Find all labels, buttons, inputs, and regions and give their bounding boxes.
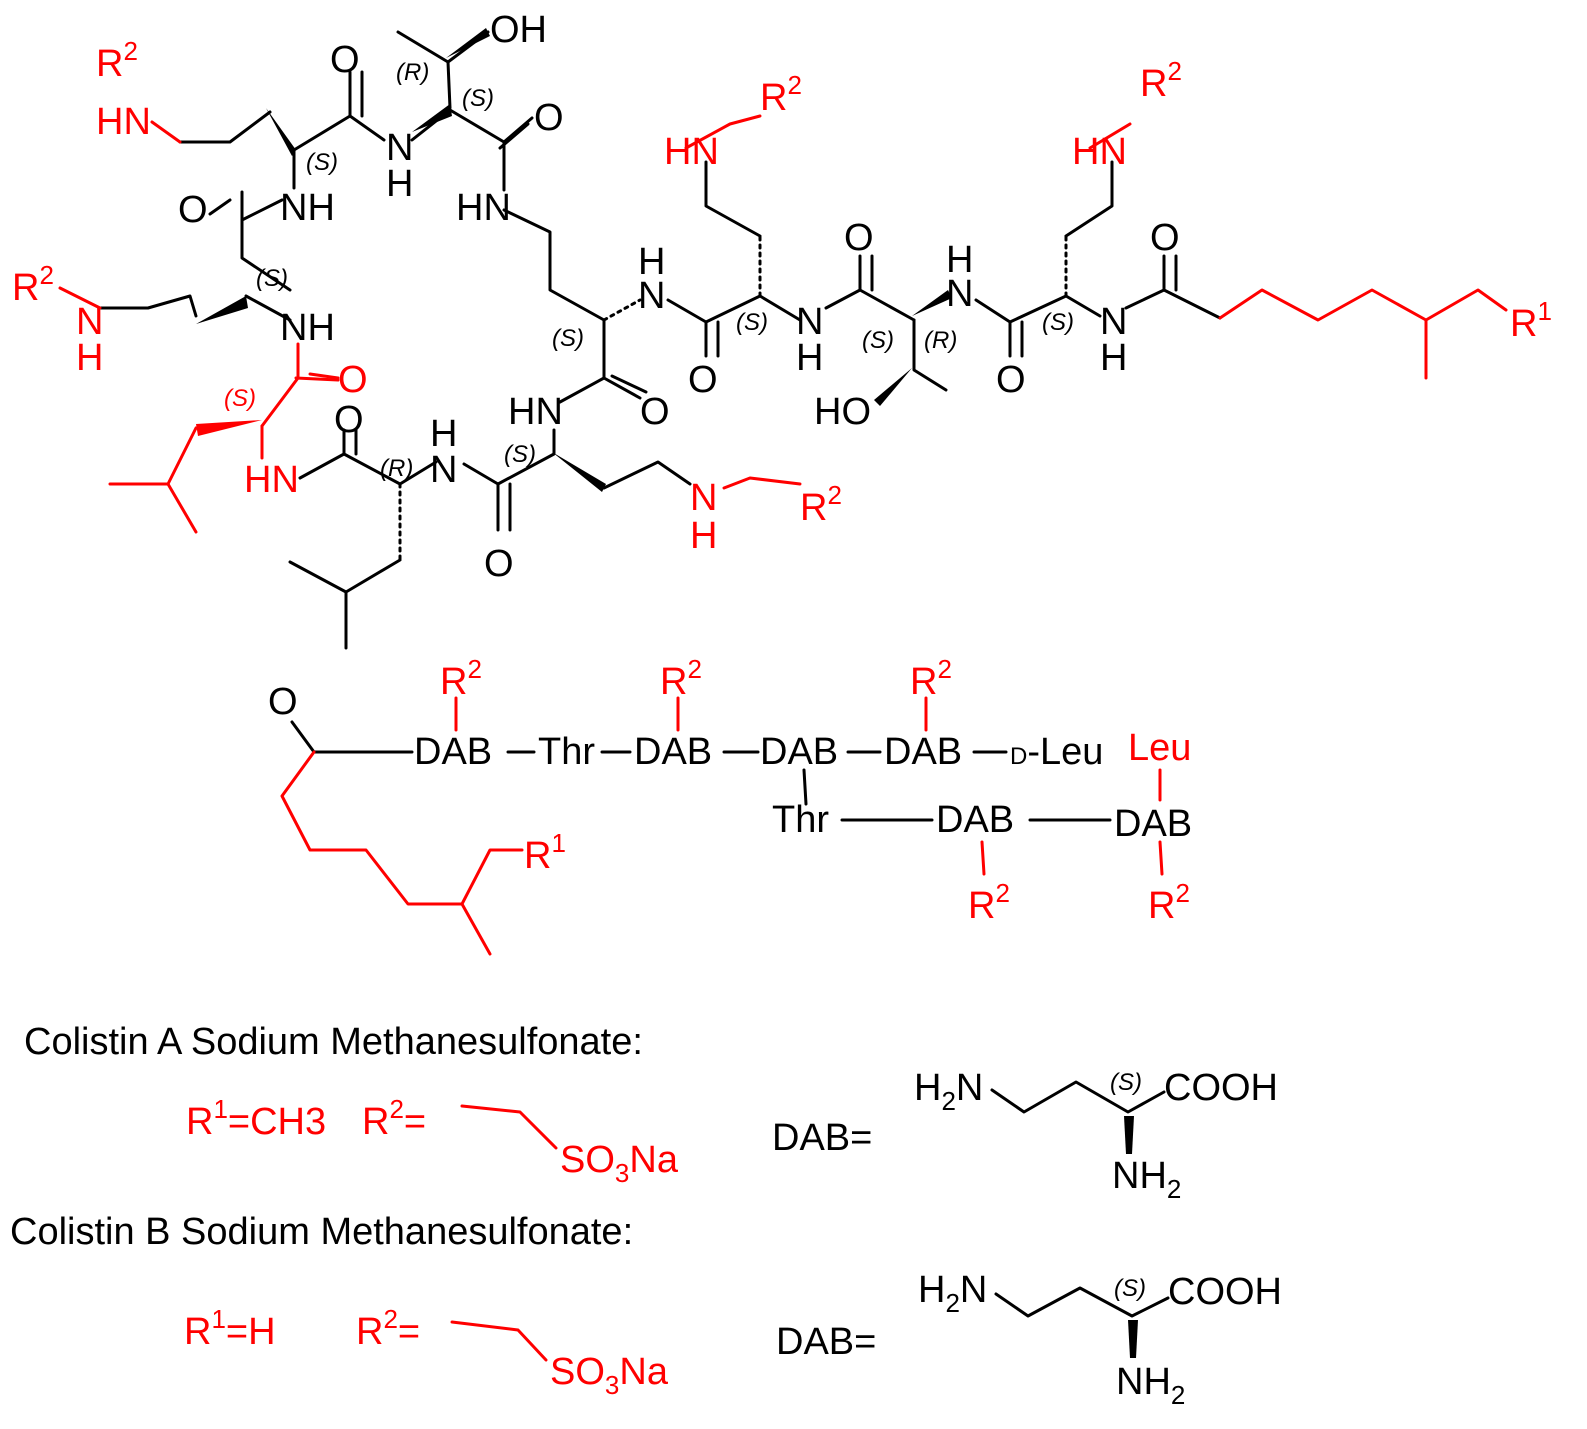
seq-thr: Thr xyxy=(538,731,595,773)
atom-label-h: H xyxy=(76,337,103,379)
stereo-label: (S) xyxy=(862,327,894,354)
atom-label-h: H xyxy=(946,239,973,281)
atom-label-o: O xyxy=(178,189,208,231)
legend-b-so3na: SO3Na xyxy=(550,1351,669,1400)
legend-b-r1: R1=H xyxy=(184,1304,276,1353)
stereo-label: (S) xyxy=(462,85,494,112)
atom-label-o: O xyxy=(996,359,1026,401)
atom-label-n: N xyxy=(386,127,413,169)
legend-colistin-b: Colistin B Sodium Methanesulfonate: R1=H… xyxy=(10,1211,1282,1410)
stereo-label: (S) xyxy=(1110,1069,1142,1096)
r-group-label: R2 xyxy=(660,654,702,703)
atom-label-n: N xyxy=(1100,301,1127,343)
stereo-label: (R) xyxy=(924,327,957,354)
structure-bonds-black xyxy=(98,28,1222,650)
r-group-label: R2 xyxy=(760,70,802,119)
stereo-label: (R) xyxy=(380,455,413,482)
r-group-label: R1 xyxy=(1510,296,1552,345)
stereo-descriptors: (R) (S) (S) (S) (S) (S) (S) (R) (S) (S) … xyxy=(224,59,1074,482)
atom-label-n: N xyxy=(76,301,103,343)
atom-label-hn: HN xyxy=(244,459,299,501)
stereo-label: (S) xyxy=(224,385,256,412)
stereo-label: (R) xyxy=(396,59,429,86)
legend-colistin-a: Colistin A Sodium Methanesulfonate: R1=C… xyxy=(24,1021,1278,1204)
atom-label-n: N xyxy=(430,449,457,491)
atom-label-h: H xyxy=(638,241,665,283)
r-group-label: R2 xyxy=(968,878,1010,927)
seq-dab: DAB xyxy=(634,731,712,773)
stereo-label: (S) xyxy=(736,309,768,336)
seq-dab: DAB xyxy=(760,731,838,773)
legend-a-r1: R1=CH3 xyxy=(186,1094,326,1143)
atom-label-hn: HN xyxy=(96,101,151,143)
atom-label-n: N xyxy=(690,477,717,519)
atom-label-oh-top: OH xyxy=(490,9,547,51)
atom-label-o: O xyxy=(330,39,360,81)
atom-label-nh: NH xyxy=(280,307,335,349)
r-group-label: R2 xyxy=(96,36,138,85)
r-group-label: R2 xyxy=(440,654,482,703)
dab-a-cooh: COOH xyxy=(1164,1067,1278,1109)
structure-bonds-red xyxy=(58,114,1508,534)
r-group-label: R2 xyxy=(1148,878,1190,927)
dab-b-nh2: NH2 xyxy=(1116,1361,1185,1410)
atom-label-h: H xyxy=(796,337,823,379)
seq-dab: DAB xyxy=(1114,803,1192,845)
atom-label-o: O xyxy=(338,359,368,401)
seq-leu: Leu xyxy=(1128,727,1191,769)
legend-b-dab-eq: DAB= xyxy=(776,1321,876,1363)
r-group-label: R2 xyxy=(12,260,54,309)
stereo-label: (S) xyxy=(504,441,536,468)
dab-a-h2n: H2N xyxy=(914,1067,983,1116)
sequence-schematic: O DAB Thr DAB DAB DAB D-Leu Leu Thr DAB … xyxy=(268,654,1192,956)
stereo-label: (S) xyxy=(1114,1275,1146,1302)
atom-label-o: O xyxy=(640,391,670,433)
atom-label-n: N xyxy=(796,301,823,343)
legend-a-title: Colistin A Sodium Methanesulfonate: xyxy=(24,1021,643,1063)
seq-dab: DAB xyxy=(414,731,492,773)
atom-label-o: O xyxy=(334,399,364,441)
atom-label-n: N xyxy=(638,275,665,317)
stereo-label: (S) xyxy=(1042,309,1074,336)
atom-label-hn: HN xyxy=(508,391,563,433)
atom-label-o: O xyxy=(1150,217,1180,259)
seq-d-leu: D-Leu xyxy=(1010,731,1103,773)
legend-a-dab-eq: DAB= xyxy=(772,1117,872,1159)
seq-dab: DAB xyxy=(936,799,1014,841)
atom-label-h: H xyxy=(690,515,717,557)
r-group-label: R1 xyxy=(524,828,566,877)
atom-label-hn: HN xyxy=(1072,131,1127,173)
r-group-label: R2 xyxy=(1140,56,1182,105)
atom-label-o: O xyxy=(484,543,514,585)
seq-thr: Thr xyxy=(772,799,829,841)
atom-label-n: N xyxy=(946,273,973,315)
stereo-label: (S) xyxy=(552,325,584,352)
dab-a-nh2: NH2 xyxy=(1112,1155,1181,1204)
structure-atom-labels: OH O N H O HN NH O NH H N O HN O N H O H… xyxy=(12,9,1552,585)
legend-a-r2: R2= xyxy=(362,1094,426,1143)
legend-b-title: Colistin B Sodium Methanesulfonate: xyxy=(10,1211,633,1253)
dab-b-cooh: COOH xyxy=(1168,1271,1282,1313)
legend-a-so3na: SO3Na xyxy=(560,1139,679,1188)
seq-o: O xyxy=(268,681,298,723)
atom-label-h: H xyxy=(1100,337,1127,379)
stereo-label: (S) xyxy=(306,149,338,176)
r-group-label: R2 xyxy=(800,480,842,529)
stereo-label: (S) xyxy=(256,265,288,292)
atom-label-h: H xyxy=(430,413,457,455)
atom-label-o: O xyxy=(688,359,718,401)
dab-b-h2n: H2N xyxy=(918,1269,987,1318)
atom-label-hn: HN xyxy=(664,131,719,173)
atom-label-h: H xyxy=(386,163,413,205)
atom-label-o: O xyxy=(534,97,564,139)
r-group-label: R2 xyxy=(910,654,952,703)
legend-b-r2: R2= xyxy=(356,1304,420,1353)
atom-label-o: O xyxy=(844,217,874,259)
seq-dab: DAB xyxy=(884,731,962,773)
atom-label-nh: NH xyxy=(280,187,335,229)
atom-label-ho: HO xyxy=(814,391,871,433)
atom-label-hn: HN xyxy=(456,187,511,229)
